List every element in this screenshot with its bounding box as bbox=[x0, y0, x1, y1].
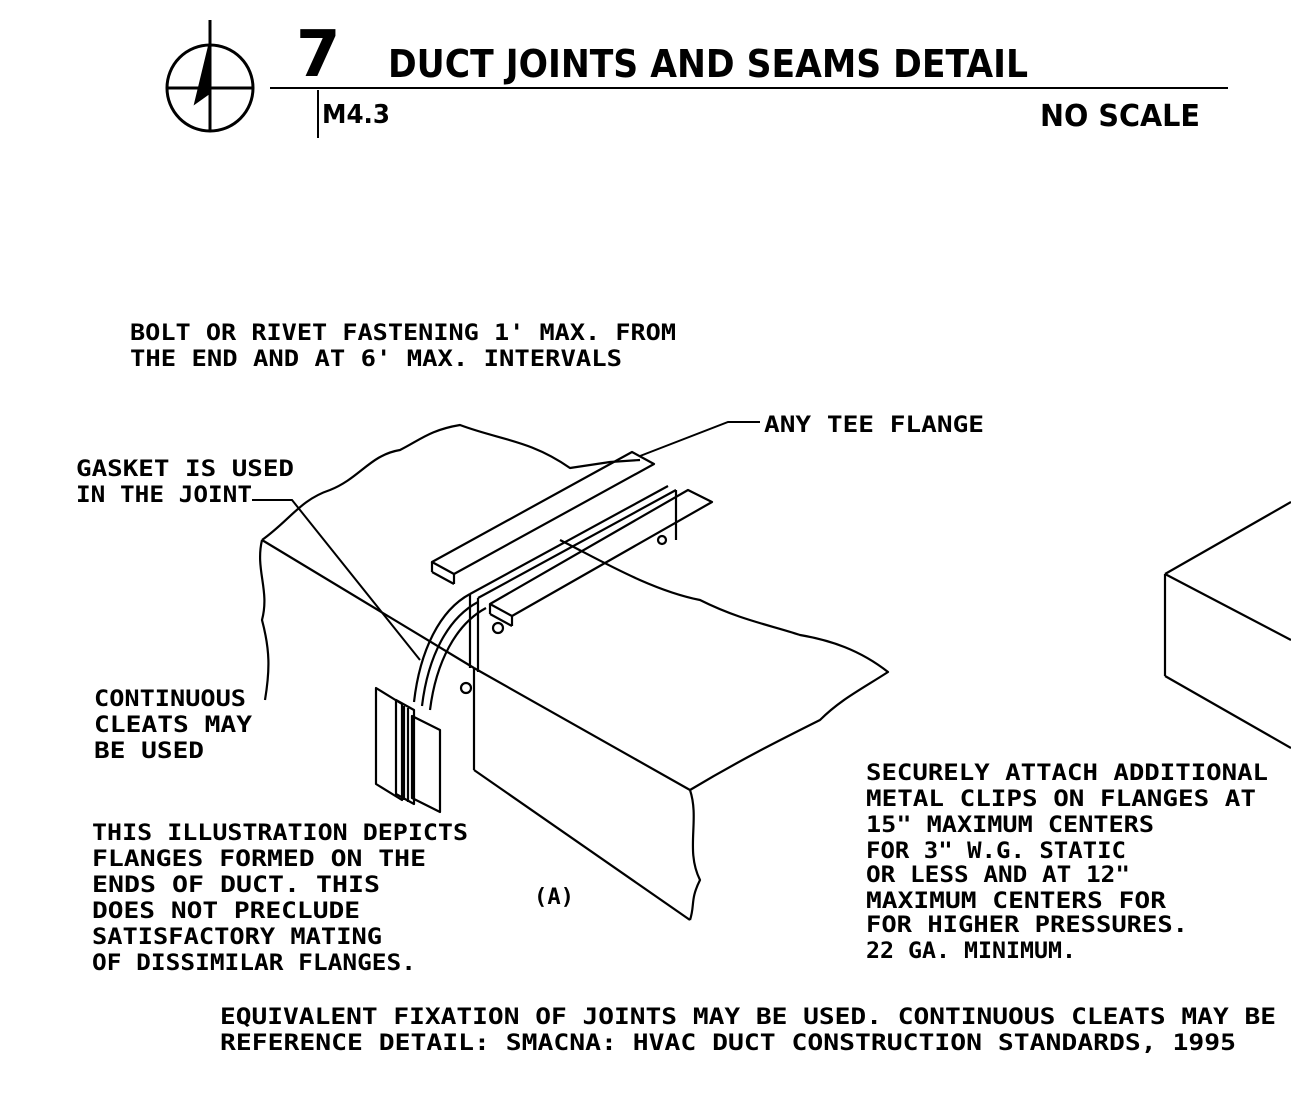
secondary-duct-illustration bbox=[1163, 501, 1291, 749]
fastening-note-line: THE END AND AT 6' MAX. INTERVALS bbox=[130, 347, 622, 372]
footer-note-line: REFERENCE DETAIL: SMACNA: HVAC DUCT CONS… bbox=[220, 1031, 1236, 1056]
fastening-note-line: BOLT OR RIVET FASTENING 1' MAX. FROM bbox=[130, 321, 676, 346]
illustration-note-line: THIS ILLUSTRATION DEPICTS bbox=[92, 821, 468, 846]
clips-note: SECURELY ATTACH ADDITIONAL METAL CLIPS O… bbox=[866, 761, 1281, 964]
cleats-note-line: CLEATS MAY bbox=[94, 713, 253, 738]
north-arrow-icon bbox=[165, 20, 255, 133]
duct-joint-illustration bbox=[258, 423, 890, 921]
illustration-note-line: FLANGES FORMED ON THE bbox=[92, 847, 426, 872]
illustration-note-line: ENDS OF DUCT. THIS bbox=[92, 873, 380, 898]
footer-note: EQUIVALENT FIXATION OF JOINTS MAY BE USE… bbox=[220, 1005, 1289, 1056]
cleats-note-line: BE USED bbox=[94, 739, 204, 764]
illustration-note-line: DOES NOT PRECLUDE bbox=[92, 899, 360, 924]
clips-note-line: SECURELY ATTACH ADDITIONAL bbox=[866, 761, 1268, 786]
detail-number: 7 bbox=[296, 18, 341, 92]
clips-note-line: OR LESS AND AT 12" bbox=[866, 863, 1130, 888]
illustration-note-line: SATISFACTORY MATING bbox=[92, 925, 382, 950]
view-label: (A) bbox=[534, 885, 574, 910]
sheet-reference: M4.3 bbox=[322, 100, 390, 130]
fastening-note: BOLT OR RIVET FASTENING 1' MAX. FROM THE… bbox=[130, 321, 689, 372]
illustration-note: THIS ILLUSTRATION DEPICTS FLANGES FORMED… bbox=[92, 821, 481, 976]
scale-label: NO SCALE bbox=[1040, 99, 1200, 134]
leader-lines bbox=[252, 421, 760, 661]
clips-note-line: 15" MAXIMUM CENTERS bbox=[866, 813, 1154, 838]
detail-title: DUCT JOINTS AND SEAMS DETAIL bbox=[388, 42, 1028, 86]
illustration-note-line: OF DISSIMILAR FLANGES. bbox=[92, 951, 416, 976]
gasket-note-line: GASKET IS USED bbox=[76, 457, 294, 482]
clips-note-line: MAXIMUM CENTERS FOR bbox=[866, 889, 1167, 914]
tee-flange-label: ANY TEE FLANGE bbox=[764, 413, 984, 438]
clips-note-line: FOR 3" W.G. STATIC bbox=[866, 839, 1126, 864]
cleats-note: CONTINUOUS CLEATS MAY BE USED bbox=[94, 687, 265, 764]
gasket-note: GASKET IS USED IN THE JOINT bbox=[76, 457, 307, 508]
clips-note-line: FOR HIGHER PRESSURES. bbox=[866, 913, 1188, 938]
clips-note-line: 22 GA. MINIMUM. bbox=[866, 939, 1076, 964]
footer-note-line: EQUIVALENT FIXATION OF JOINTS MAY BE USE… bbox=[220, 1005, 1276, 1030]
gasket-note-line: IN THE JOINT bbox=[76, 483, 252, 508]
cleats-note-line: CONTINUOUS bbox=[94, 687, 246, 712]
clips-note-line: METAL CLIPS ON FLANGES AT bbox=[866, 787, 1256, 812]
